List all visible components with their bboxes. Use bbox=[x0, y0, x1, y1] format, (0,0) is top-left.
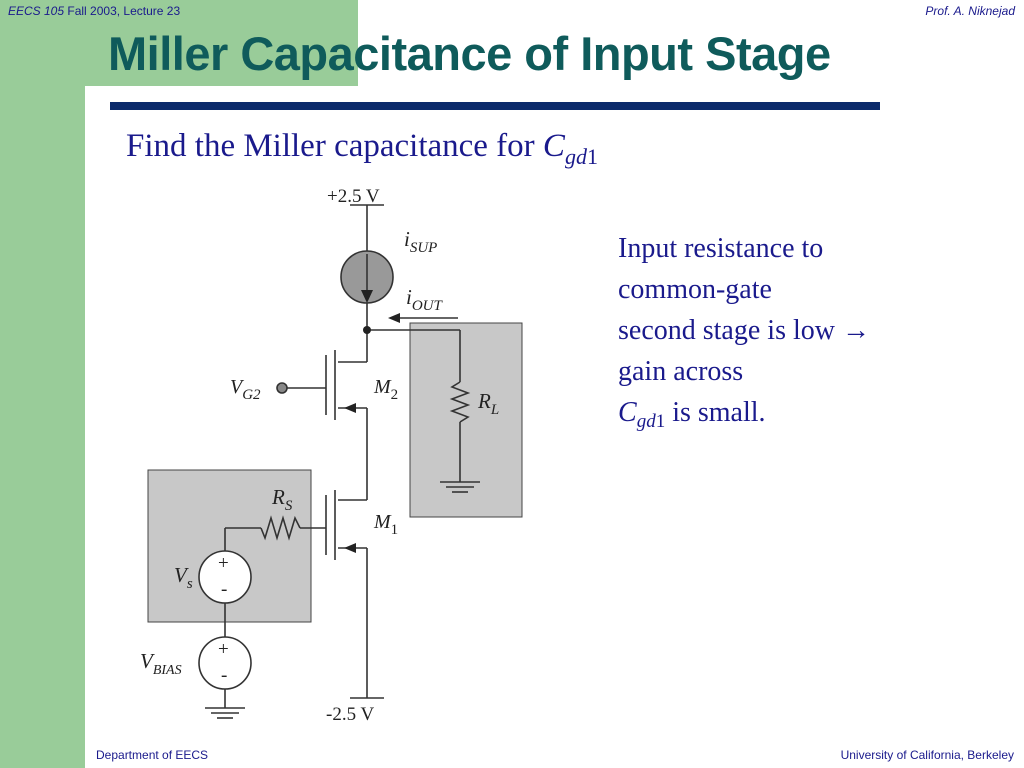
note-line-3: second stage is low → bbox=[618, 310, 978, 351]
load-shaded-box bbox=[409, 322, 523, 518]
circuit-diagram: +2.5 V -2.5 V iSUP iOUT VG2 M2 M1 RL RS … bbox=[140, 186, 523, 725]
note-subscript-digit: 1 bbox=[655, 411, 666, 432]
rl-label: RL bbox=[477, 389, 499, 418]
course-session: Fall 2003, Lecture 23 bbox=[64, 4, 181, 18]
iout-label: iOUT bbox=[406, 285, 444, 314]
note-line-4: gain across bbox=[618, 356, 744, 387]
rs-resistor bbox=[260, 515, 301, 541]
subtitle-text: Find the Miller capacitance for bbox=[126, 128, 543, 164]
isup-label: iSUP bbox=[404, 227, 437, 256]
note-line-2: common-gate bbox=[618, 274, 772, 305]
note-subscript: gd1 bbox=[637, 411, 666, 432]
footer-department: Department of EECS bbox=[96, 748, 209, 762]
header-course-info: EECS 105 Fall 2003, Lecture 23 bbox=[8, 4, 180, 18]
note-line-5-rest: is small. bbox=[665, 397, 766, 428]
vss-label: -2.5 V bbox=[326, 704, 374, 725]
vbias-minus: - bbox=[221, 665, 227, 686]
vs-plus: + bbox=[218, 553, 229, 574]
vbias-plus: + bbox=[218, 639, 229, 660]
rs-label: RS bbox=[271, 485, 293, 514]
note-line-3-text: second stage is low bbox=[618, 315, 842, 346]
slide-title: Miller Capacitance of Input Stage bbox=[108, 27, 831, 80]
iout-arrowhead bbox=[388, 313, 400, 323]
m2-label: M2 bbox=[373, 376, 398, 403]
course-code: EECS 105 bbox=[8, 4, 65, 18]
note-symbol: C bbox=[618, 397, 637, 428]
vg2-label: VG2 bbox=[230, 376, 261, 403]
footer-university: University of California, Berkeley bbox=[840, 748, 1014, 762]
vbias-label: VBIAS bbox=[140, 649, 182, 678]
load-resistor bbox=[449, 381, 471, 423]
output-node-dot bbox=[363, 326, 371, 334]
subtitle-subscript: gd1 bbox=[565, 144, 598, 169]
vs-label: Vs bbox=[174, 563, 193, 592]
right-arrow-icon: → bbox=[841, 315, 870, 346]
explanation-text: Input resistance to common-gate second s… bbox=[618, 228, 978, 442]
m1-label: M1 bbox=[373, 511, 398, 538]
top-accent-band bbox=[0, 0, 358, 86]
m2-source-arrow bbox=[344, 403, 356, 413]
note-subscript-letters: gd bbox=[636, 411, 656, 432]
slide-subtitle: Find the Miller capacitance for Cgd1 bbox=[126, 128, 598, 170]
subtitle-symbol: C bbox=[542, 128, 565, 164]
current-source-arrowhead bbox=[361, 290, 373, 303]
m1-source-arrow bbox=[344, 543, 356, 553]
left-accent-band bbox=[0, 0, 85, 768]
subtitle-subscript-letters: gd bbox=[564, 144, 587, 169]
vdd-label: +2.5 V bbox=[327, 186, 380, 207]
title-underline bbox=[110, 102, 880, 110]
note-line-1: Input resistance to bbox=[618, 233, 824, 264]
vg2-terminal bbox=[276, 382, 288, 394]
note-line-5: Cgd1 is small. bbox=[618, 392, 978, 442]
vs-minus: - bbox=[221, 579, 227, 600]
subtitle-subscript-digit: 1 bbox=[586, 144, 598, 169]
header-author: Prof. A. Niknejad bbox=[925, 4, 1015, 18]
